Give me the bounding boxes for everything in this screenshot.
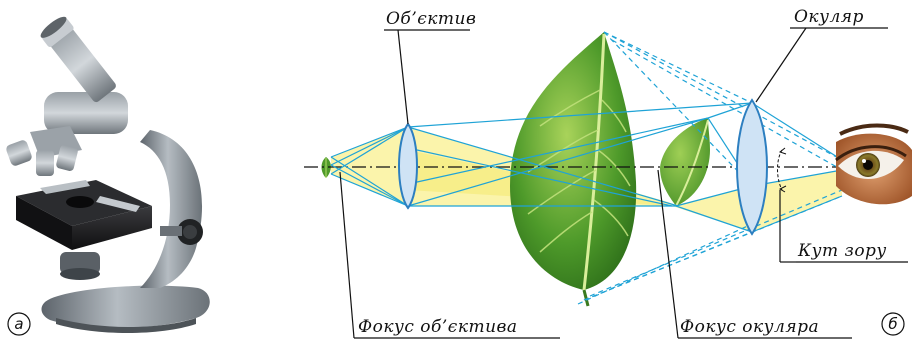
panel-letter-a-text: а (14, 315, 23, 333)
label-eyepiece: Окуляр (794, 7, 864, 27)
optical-diagram: Об’єктив Окуляр Кут зору Фокус об’єктива… (304, 7, 912, 338)
panel-letter-b-text: б (888, 315, 897, 333)
inverted-leaf-real-image (660, 118, 710, 206)
label-eyepiece-focus: Фокус окуляра (680, 317, 819, 337)
panel-letter-a: а (8, 313, 30, 335)
label-view-angle: Кут зору (797, 241, 887, 261)
eye-illustration (836, 126, 912, 205)
label-objective: Об’єктив (386, 9, 476, 29)
large-leaf-virtual-image (510, 32, 636, 306)
label-objective-focus: Фокус об’єктива (358, 317, 518, 337)
panel-letter-b: б (882, 313, 904, 335)
microscope-illustration (5, 14, 210, 333)
objective-lens (399, 124, 417, 208)
